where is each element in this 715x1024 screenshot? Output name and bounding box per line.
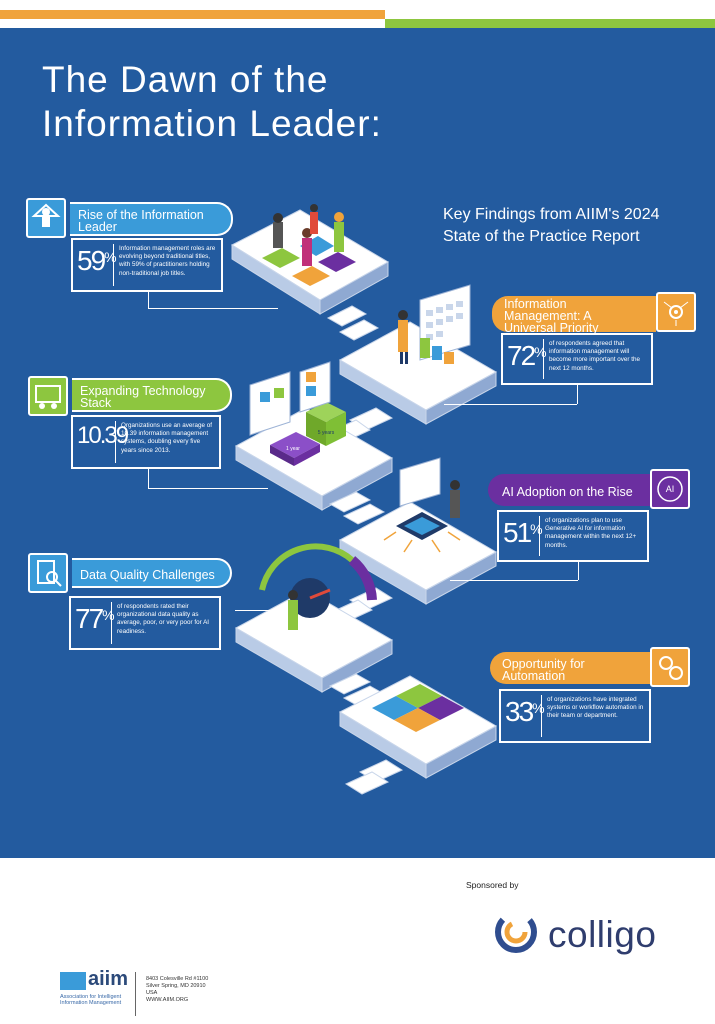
finding-stat-box-ai: 51% of organizations plan to use Generat… xyxy=(498,511,648,561)
finding-text-quality: of respondents rated their organizationa… xyxy=(117,603,210,635)
calendar-board-illustration xyxy=(398,284,471,364)
finding-text-priority: of respondents agreed that information m… xyxy=(549,340,640,372)
address-line-1: 8403 Colesville Rd #1100 xyxy=(146,976,209,982)
connector-2 xyxy=(577,382,578,404)
ai-chip-illustration xyxy=(383,457,461,553)
finding-heading-rise: Rise of the Information Leader xyxy=(70,202,233,236)
ai-generate-icon: AI xyxy=(650,469,690,509)
finding-stat-box-automation: 33% of organizations have integrated sys… xyxy=(500,690,650,742)
aiim-tagline: Association for Intelligent Information … xyxy=(60,994,122,1006)
connector-4 xyxy=(578,558,579,580)
finding-heading-stack: Expanding Technology Stack xyxy=(72,378,232,412)
tech-years-label-5: 5 years xyxy=(318,430,335,436)
finding-stat-box-stack: 10.39 Organizations use an average of 10… xyxy=(72,416,220,468)
document-magnifier-icon xyxy=(28,553,68,593)
finding-stat-priority: 72% xyxy=(507,340,547,371)
top-accent-bar-green xyxy=(385,19,715,28)
address-line-4: WWW.AIIM.ORG xyxy=(146,997,189,1003)
aiim-wordmark: aiim xyxy=(88,968,129,990)
title-line-2: Information Leader: xyxy=(42,103,382,144)
automation-puzzle-illustration xyxy=(372,684,464,732)
colligo-logo-mark xyxy=(495,911,537,953)
finding-stat-box-priority: 72% of respondents agreed that informati… xyxy=(502,334,652,384)
finding-stat-automation: 33% xyxy=(505,696,545,727)
tech-years-label-1: 1 year xyxy=(286,446,300,452)
connector-3b xyxy=(148,488,268,489)
sponsored-by-label: Sponsored by xyxy=(466,880,519,890)
tech-stack-illustration: 5 years 1 year xyxy=(249,361,346,466)
finding-heading-automation: Opportunity for Automation xyxy=(490,652,650,684)
connector-5 xyxy=(235,610,275,611)
aiim-address: 8403 Colesville Rd #1100 Silver Spring, … xyxy=(146,976,208,1004)
title-line-1: The Dawn of the xyxy=(42,59,329,100)
finding-heading-quality: Data Quality Challenges xyxy=(72,558,232,588)
finding-heading-priority: Information Management: A Universal Prio… xyxy=(492,296,656,334)
finding-text-stack: Organizations use an average of 10.39 in… xyxy=(121,422,213,454)
automation-gears-icon xyxy=(650,647,690,687)
page-subtitle: Key Findings from AIIM's 2024 State of t… xyxy=(443,204,703,248)
connector-1 xyxy=(148,290,149,308)
connector-4b xyxy=(450,580,578,581)
connector-1b xyxy=(148,308,278,309)
finding-stat-ai: 51% xyxy=(503,517,543,548)
network-settings-icon xyxy=(656,292,696,332)
ai-icon-label: AI xyxy=(666,484,675,494)
subtitle-line-2: State of the Practice Report xyxy=(443,228,640,245)
page-title: The Dawn of the Information Leader: xyxy=(42,58,442,146)
finding-stat-box-quality: 77% of respondents rated their organizat… xyxy=(70,597,220,649)
subtitle-line-1: Key Findings from AIIM's 2024 xyxy=(443,206,660,223)
finding-stat-box-rise: 59% Information management roles are evo… xyxy=(72,239,222,291)
connector-3 xyxy=(148,466,149,488)
footer-divider xyxy=(135,972,136,1016)
aiim-logo-mark xyxy=(60,972,86,990)
finding-text-automation: of organizations have integrated systems… xyxy=(547,696,644,720)
finding-stat-quality: 77% xyxy=(75,603,115,634)
finding-heading-ai: AI Adoption on the Rise xyxy=(488,474,650,506)
address-line-3: USA xyxy=(146,990,158,996)
sponsor-name: colligo xyxy=(548,914,657,955)
connector-2b xyxy=(444,404,577,405)
tech-stack-icon xyxy=(28,376,68,416)
finding-stat-rise: 59% xyxy=(77,245,117,276)
top-accent-bar-orange xyxy=(0,10,385,19)
address-line-2: Silver Spring, MD 20910 xyxy=(146,983,206,989)
gauge-illustration xyxy=(259,543,377,630)
finding-stat-stack: 10.39 xyxy=(77,422,129,449)
team-figures-illustration xyxy=(262,204,356,286)
person-rising-icon xyxy=(26,198,66,238)
finding-text-ai: of organizations plan to use Generative … xyxy=(545,517,637,549)
finding-text-rise: Information management roles are evolvin… xyxy=(119,245,216,277)
